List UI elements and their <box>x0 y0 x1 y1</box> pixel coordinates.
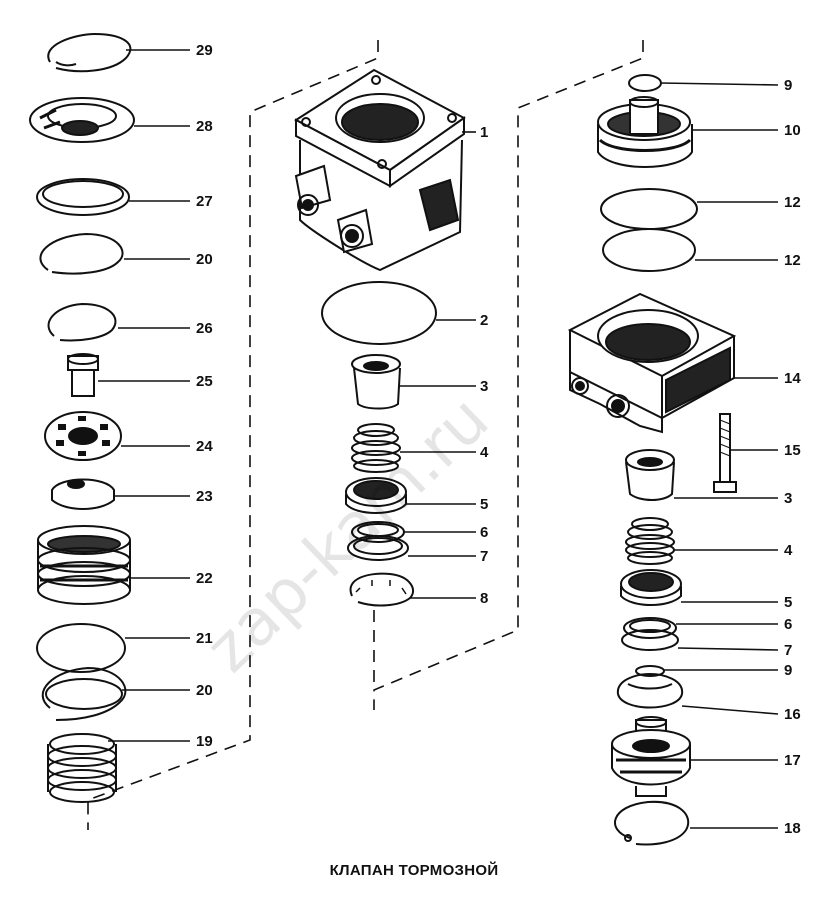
label-17: 17 <box>784 752 801 769</box>
label-6: 6 <box>480 524 488 541</box>
part-5-seat-right <box>620 569 682 606</box>
part-6-ring-right <box>623 617 677 639</box>
part-25-bushing <box>67 353 99 397</box>
part-15-bolt <box>713 413 737 493</box>
part-20-ring-top <box>39 232 124 275</box>
part-7-ring-right <box>621 629 679 651</box>
part-9-ring-top <box>628 74 662 92</box>
part-22-piston <box>37 525 131 605</box>
dashed-outline-left <box>87 40 379 830</box>
part-4-spring-right <box>625 517 675 565</box>
label-23: 23 <box>196 488 213 505</box>
label-10: 10 <box>784 122 801 139</box>
label-6: 6 <box>784 616 792 633</box>
part-18-snap-ring <box>614 800 690 846</box>
part-2-o-ring <box>321 281 437 345</box>
leader-lines <box>98 49 779 829</box>
part-8-lock-washer <box>349 572 415 607</box>
label-26: 26 <box>196 320 213 337</box>
label-5: 5 <box>480 496 488 513</box>
part-19-spring <box>47 733 117 803</box>
label-4: 4 <box>480 444 489 461</box>
label-19: 19 <box>196 733 213 750</box>
label-5: 5 <box>784 594 792 611</box>
part-23-cap <box>51 478 115 510</box>
diagram-caption: КЛАПАН ТОРМОЗНОЙ <box>329 862 499 879</box>
label-25: 25 <box>196 373 213 390</box>
part-27-ring <box>36 178 130 216</box>
dashed-outline-right <box>373 40 644 710</box>
part-29-snap-ring <box>47 32 132 73</box>
label-9: 9 <box>784 662 792 679</box>
label-21: 21 <box>196 630 213 647</box>
label-2: 2 <box>480 312 488 329</box>
label-29: 29 <box>196 42 213 59</box>
part-10-piston <box>597 96 693 168</box>
part-28-diaphragm <box>29 97 135 143</box>
part-21-o-ring <box>36 623 126 673</box>
part-5-seat <box>345 477 407 514</box>
label-4: 4 <box>784 542 793 559</box>
part-17-valve <box>611 716 691 797</box>
label-7: 7 <box>480 548 488 565</box>
label-27: 27 <box>196 193 213 210</box>
part-9-ring-bottom <box>635 665 665 677</box>
label-15: 15 <box>784 442 801 459</box>
part-12-ring-lower <box>602 228 696 272</box>
label-28: 28 <box>196 118 213 135</box>
label-22: 22 <box>196 570 213 587</box>
label-1: 1 <box>480 124 488 141</box>
part-20-ring-bottom <box>41 666 127 721</box>
part-labels: 29 28 27 20 26 25 24 23 22 21 20 19 1 2 … <box>196 42 801 837</box>
label-9: 9 <box>784 77 792 94</box>
part-1-housing <box>294 68 466 272</box>
label-18: 18 <box>784 820 801 837</box>
part-4-spring <box>351 423 401 473</box>
label-3: 3 <box>784 490 792 507</box>
part-16-diaphragm <box>616 672 684 709</box>
label-3: 3 <box>480 378 488 395</box>
part-7-ring <box>347 535 409 561</box>
label-20: 20 <box>196 251 213 268</box>
label-8: 8 <box>480 590 488 607</box>
label-20: 20 <box>196 682 213 699</box>
part-3-bushing <box>351 354 401 410</box>
label-16: 16 <box>784 706 801 723</box>
label-12: 12 <box>784 252 801 269</box>
label-7: 7 <box>784 642 792 659</box>
label-14: 14 <box>784 370 801 387</box>
part-14-housing <box>567 292 737 434</box>
label-12: 12 <box>784 194 801 211</box>
part-24-valve-plate <box>44 411 122 461</box>
part-3-bushing-right <box>625 449 675 501</box>
part-12-ring-upper <box>600 188 698 230</box>
label-24: 24 <box>196 438 213 455</box>
part-26-snap-ring <box>47 302 117 342</box>
